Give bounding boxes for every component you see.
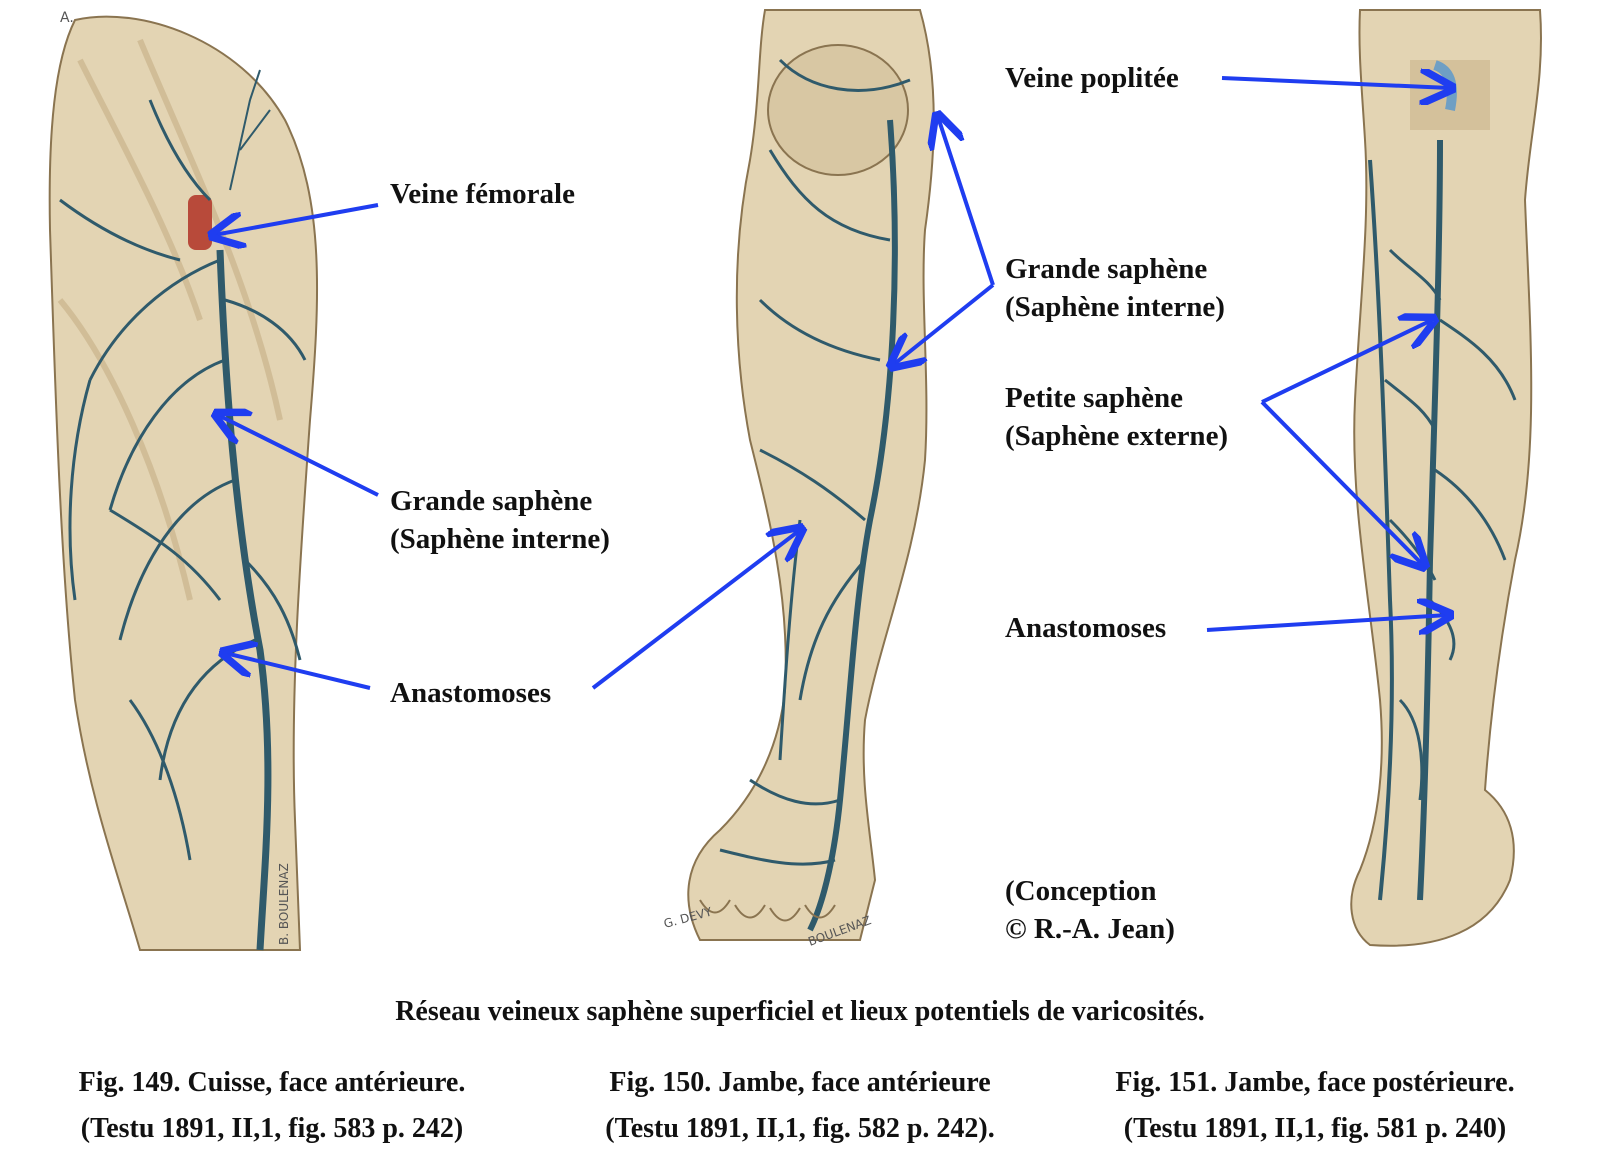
arrow-great-saphenous-leg-upper xyxy=(938,117,995,286)
arrow-anastomoses-thigh xyxy=(225,653,371,690)
figure-149-caption: Fig. 149. Cuisse, face antérieure. (Test… xyxy=(22,1060,522,1152)
figure-150-title: Fig. 150. Jambe, face antérieure xyxy=(609,1067,991,1098)
figure-150-caption: Fig. 150. Jambe, face antérieure (Testu … xyxy=(545,1060,1055,1152)
label-veine-poplitee: Veine poplitée xyxy=(1005,62,1179,94)
main-caption: Réseau veineux saphène superficiel et li… xyxy=(395,996,1205,1027)
arrow-small-saphenous-upper xyxy=(1261,320,1432,404)
arrow-femoral-vein xyxy=(214,203,379,235)
figure-149-title: Fig. 149. Cuisse, face antérieure. xyxy=(78,1067,466,1098)
arrow-great-saphenous-leg-lower xyxy=(893,283,995,365)
arrow-anastomoses-leg xyxy=(591,530,800,690)
arrow-anastomoses-posterior xyxy=(1206,615,1448,630)
label-grande-saphene-thigh-sub: (Saphène interne) xyxy=(390,523,610,555)
label-anastomoses-thigh: Anastomoses xyxy=(390,677,552,709)
figure-150-reference: (Testu 1891, II,1, fig. 582 p. 242). xyxy=(605,1113,995,1144)
figure-151-reference: (Testu 1891, II,1, fig. 581 p. 240) xyxy=(1123,1113,1507,1144)
label-veine-femorale: Veine fémorale xyxy=(390,178,575,210)
arrows-layer xyxy=(0,0,1600,690)
label-grande-saphene-thigh: Grande saphène xyxy=(390,485,593,517)
artist-signature: B. BOULENAZ xyxy=(277,863,291,945)
figure-149-reference: (Testu 1891, II,1, fig. 583 p. 242) xyxy=(80,1113,464,1144)
label-anastomoses-posterior: Anastomoses xyxy=(1005,612,1167,644)
arrow-popliteal-vein xyxy=(1221,78,1450,88)
label-petite-saphene: Petite saphène xyxy=(1005,382,1183,414)
arrow-small-saphenous-lower xyxy=(1260,400,1423,565)
figure-letter: A. xyxy=(60,10,74,26)
label-grande-saphene-leg: Grande saphène xyxy=(1005,253,1208,285)
great-saphenous-vein-leg xyxy=(807,119,898,932)
leg-anterior-illustration: G. DEVY BOULENAZ xyxy=(662,9,935,949)
arrow-great-saphenous-thigh xyxy=(218,415,379,497)
figure-151-title: Fig. 151. Jambe, face postérieure. xyxy=(1115,1067,1515,1098)
label-petite-saphene-sub: (Saphène externe) xyxy=(1005,420,1229,452)
label-grande-saphene-leg-sub: (Saphène interne) xyxy=(1005,291,1225,323)
figure-151-caption: Fig. 151. Jambe, face postérieure. (Test… xyxy=(1055,1060,1575,1152)
credit-line-2: © R.-A. Jean) xyxy=(1005,913,1175,945)
credit-line-1: (Conception xyxy=(1005,875,1157,907)
